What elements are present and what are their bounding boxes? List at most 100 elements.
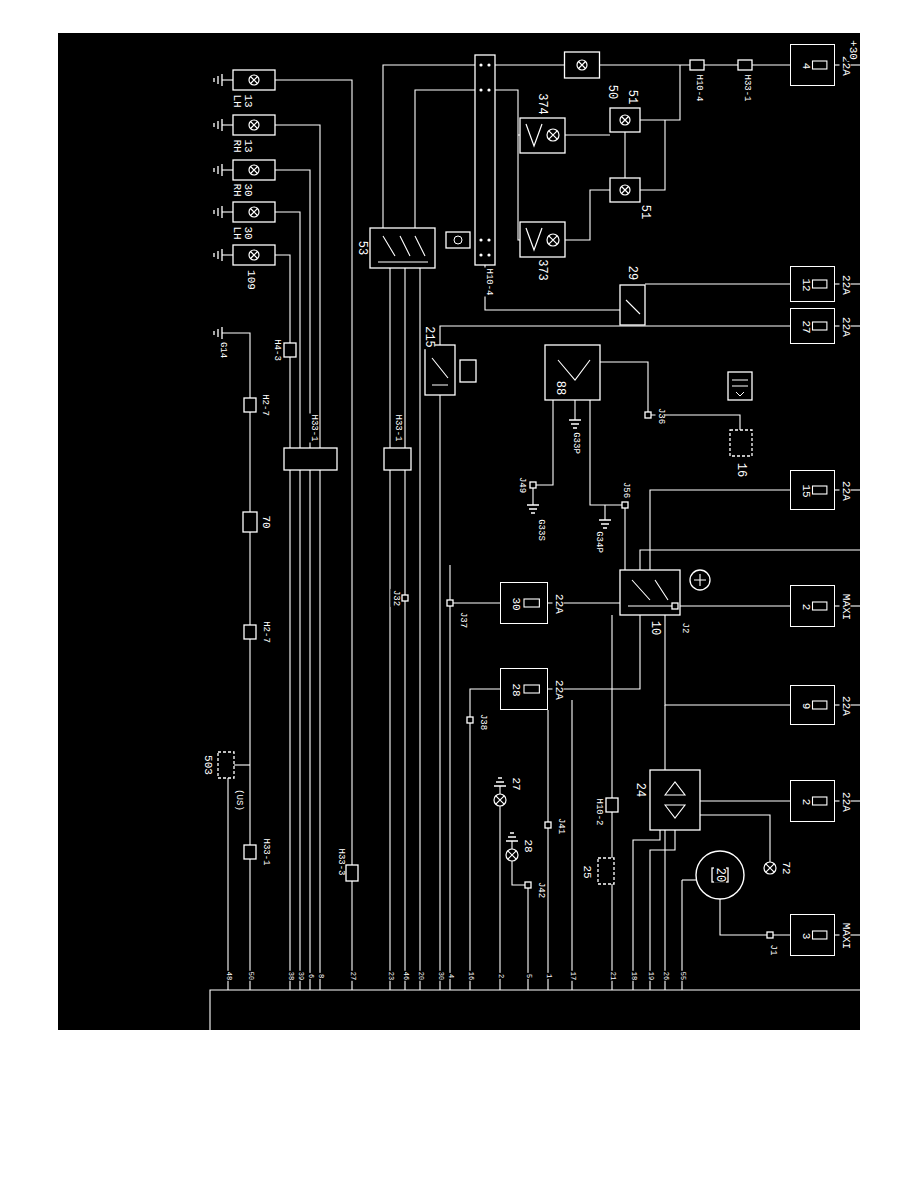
connector-pin (487, 253, 490, 256)
pin-number: 19 (647, 971, 654, 981)
fuse-box: 2MAXI (790, 585, 835, 627)
bulb-symbol (764, 862, 776, 874)
connector-pin (479, 63, 482, 66)
junction-marker (767, 932, 773, 938)
junction-marker (530, 482, 536, 488)
fuse-number: 4 (799, 62, 810, 71)
wire (700, 800, 790, 801)
wire (485, 265, 620, 310)
ground-symbol (214, 164, 222, 176)
lamp-symbol (549, 236, 557, 244)
relay-symbol (526, 228, 542, 250)
wire (640, 65, 680, 120)
wire (449, 565, 450, 990)
wire (533, 400, 553, 505)
pin-number: 2 (497, 973, 504, 979)
ground-symbol (214, 74, 222, 86)
callout-label: 72 (780, 860, 791, 875)
fuse-element (813, 602, 827, 610)
pin-number: 8 (317, 973, 324, 979)
pin-number: 26 (662, 971, 669, 981)
connector-block (244, 625, 256, 639)
relay-symbol (520, 118, 565, 153)
wire (275, 212, 300, 990)
wire (222, 169, 233, 170)
connector-pin (487, 63, 490, 66)
wire (548, 615, 640, 689)
fuse-element (813, 797, 827, 805)
wire (275, 80, 352, 990)
wire (665, 615, 790, 705)
callout-label: 51 (626, 89, 638, 105)
lamp-symbol (622, 187, 629, 194)
pin-number: 55 (679, 971, 686, 981)
junction-marker (645, 412, 651, 418)
wire (439, 395, 440, 990)
callout-label: J32 (391, 589, 400, 607)
callout-label: H33-1 (309, 413, 318, 442)
wire (571, 700, 572, 990)
wire (222, 254, 233, 255)
ground-symbol (214, 119, 222, 131)
fuse-element (813, 61, 827, 69)
lamp-symbol (249, 250, 259, 260)
wire (547, 710, 548, 990)
fuse-element (813, 322, 827, 330)
connector-block (244, 398, 256, 412)
wire (720, 899, 790, 935)
callout-label: G14 (218, 341, 227, 359)
pin-number: 16 (467, 971, 474, 981)
lamp-housing (565, 52, 600, 78)
pin-number: 48 (225, 971, 232, 981)
callout-label: 70 (260, 514, 271, 529)
callout-label: 28 (522, 838, 533, 853)
fuse-label: 22A (840, 791, 851, 813)
callout-label: 51 (639, 204, 651, 220)
callout-label: (US) (234, 788, 243, 812)
fuse-label: 22A (840, 695, 851, 717)
fuse-label: 22A (553, 679, 564, 701)
connector-block (384, 448, 411, 470)
switch-symbol (620, 285, 645, 325)
lamp-housing (610, 108, 640, 132)
lamp-icon (454, 236, 462, 244)
arrow-symbol (665, 782, 685, 818)
lamp-symbol (249, 207, 259, 217)
connector-pin (479, 253, 482, 256)
fuse-number: 27 (799, 319, 810, 334)
pin-number: 30 (437, 971, 444, 981)
wire (275, 255, 290, 990)
pin-number: 6 (307, 973, 314, 979)
callout-label: +30 (847, 39, 858, 61)
pin-number: 17 (569, 971, 576, 981)
pin-number: 1 (545, 973, 552, 979)
ground-symbol (569, 420, 581, 428)
callout-label: 24 (634, 782, 646, 798)
connector-block (284, 343, 296, 357)
callout-label: LH (231, 93, 242, 108)
component-box (243, 512, 257, 532)
fuse-number: 15 (799, 483, 810, 498)
connector-block (346, 865, 358, 881)
switch-contacts (378, 236, 428, 262)
switch-contacts (432, 358, 448, 385)
wire (389, 268, 390, 990)
callout-label: H33-3 (336, 847, 345, 876)
pin-number: 38 (287, 971, 294, 981)
fuse-element (524, 599, 539, 607)
wire (664, 705, 665, 990)
fuse-number: 3 (799, 932, 810, 941)
callout-label: 25 (581, 864, 592, 879)
switch-icon (460, 360, 476, 382)
wire (604, 505, 605, 520)
pin-number: 46 (402, 971, 409, 981)
fuse-box: 3022A (500, 582, 548, 624)
fuse-element (813, 701, 827, 709)
callout-label: 503 (202, 754, 213, 776)
fuse-label: 22A (840, 316, 851, 338)
bulb-symbol (494, 794, 506, 806)
lamp-symbol (547, 234, 559, 246)
wire (650, 490, 790, 570)
dashed-unit (730, 430, 752, 456)
